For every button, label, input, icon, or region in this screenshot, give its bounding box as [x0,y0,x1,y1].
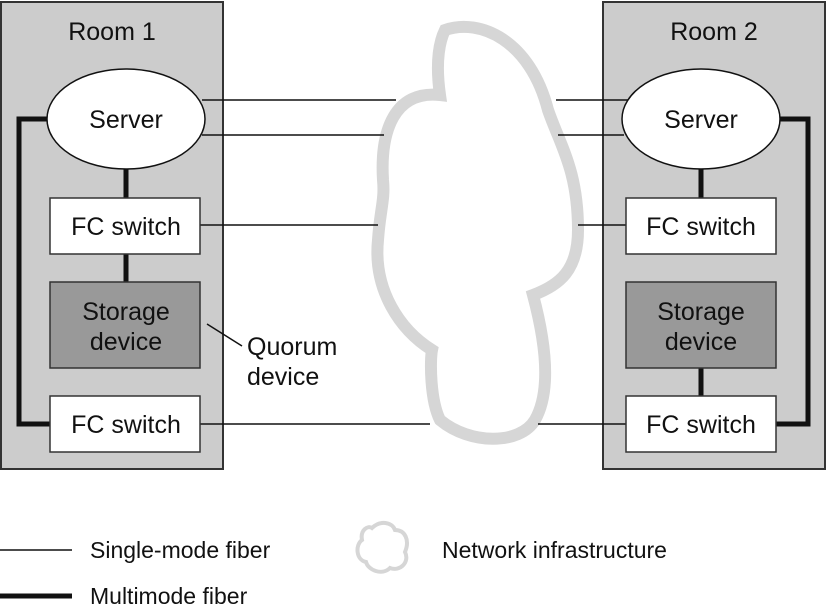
multimode-links-room-1 [16,116,129,427]
fc-switch-bottom-room-2 [625,395,777,453]
storage-device-room-1 [49,281,201,369]
fc-switch-top-room-1-label: FC switch [71,213,181,241]
network-cloud [371,20,585,445]
storage-device-room-2 [625,281,777,369]
quorum-label-line1: Quorum [247,333,337,361]
legend-network-label: Network infrastructure [442,537,667,563]
storage-room-2-line2: device [665,328,737,356]
fc-switch-bottom-room-1 [49,395,201,453]
server-room-1-label: Server [89,106,163,134]
fc-switch-top-room-2-label: FC switch [646,213,756,241]
legend-single-mode-label: Single-mode fiber [90,537,271,563]
fc-switch-top-room-1 [49,197,201,255]
multimode-links-room-2 [698,116,811,427]
legend: Single-mode fiber Multimode fiber Networ… [0,521,667,609]
storage-room-1-line2: device [90,328,162,356]
storage-room-1-line1: Storage [82,298,170,326]
legend-cloud-icon [355,521,409,574]
fc-switch-bottom-room-1-label: FC switch [71,411,181,439]
server-room-2 [621,68,781,170]
quorum-pointer [206,323,243,347]
server-room-1 [46,68,206,170]
storage-room-2-line1: Storage [657,298,745,326]
fc-switch-bottom-room-2-label: FC switch [646,411,756,439]
single-mode-links [200,99,628,425]
quorum-label-line2: device [247,363,319,391]
server-room-2-label: Server [664,106,738,134]
legend-multimode-label: Multimode fiber [90,583,248,609]
fc-switch-top-room-2 [625,197,777,255]
room-1-title: Room 1 [68,18,156,46]
room-2-title: Room 2 [670,18,758,46]
